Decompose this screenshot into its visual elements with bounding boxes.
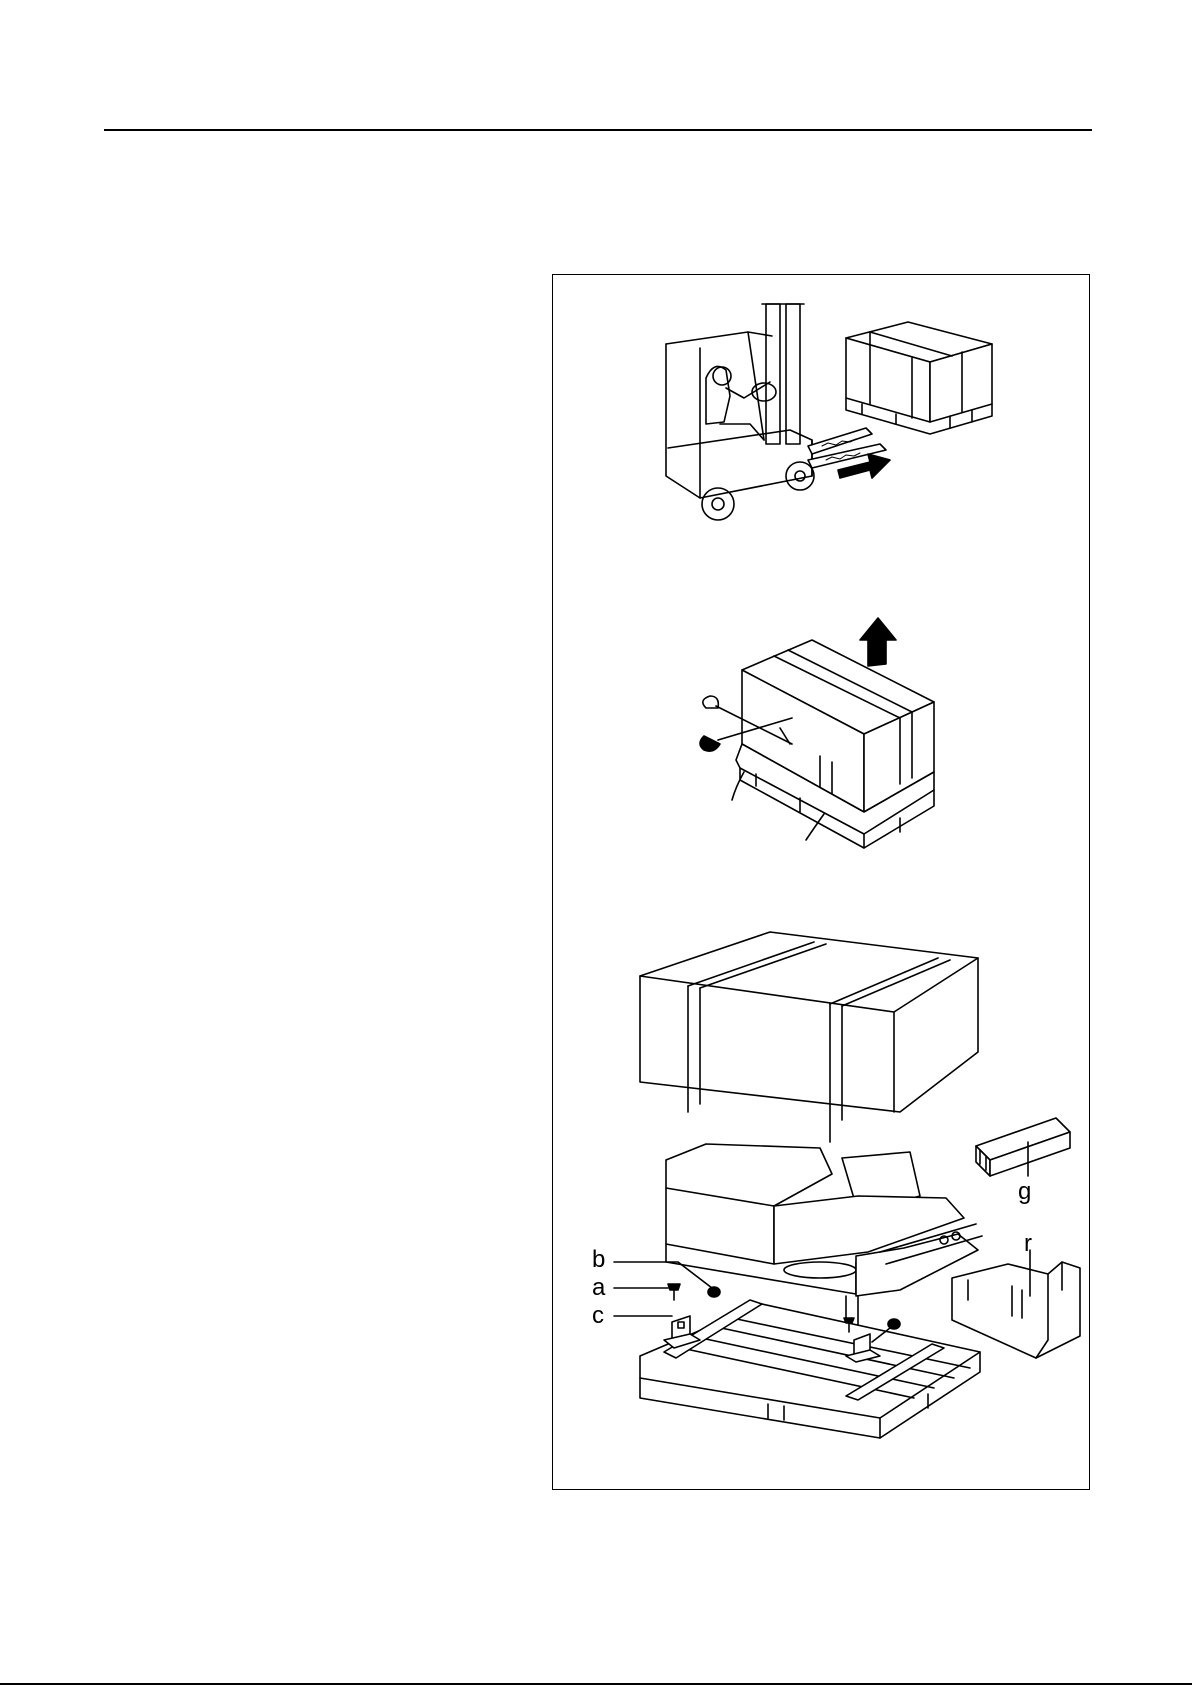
- crate-cover: [640, 932, 978, 1142]
- machine-unit: [666, 1144, 982, 1330]
- shipping-crate-icon: [846, 322, 992, 434]
- callout-label-a: a: [592, 1276, 605, 1300]
- callout-label-b: b: [592, 1248, 605, 1272]
- corner-protector-r: [952, 1262, 1080, 1358]
- callout-label-c: c: [592, 1304, 604, 1328]
- callout-label-g: g: [1018, 1180, 1031, 1204]
- pallet-base: [640, 1300, 980, 1438]
- arrow-up-icon: [860, 618, 896, 666]
- callout-label-r: r: [1024, 1232, 1032, 1256]
- packed-crate-strapped: [732, 640, 934, 848]
- accessory-box-g: [976, 1118, 1070, 1176]
